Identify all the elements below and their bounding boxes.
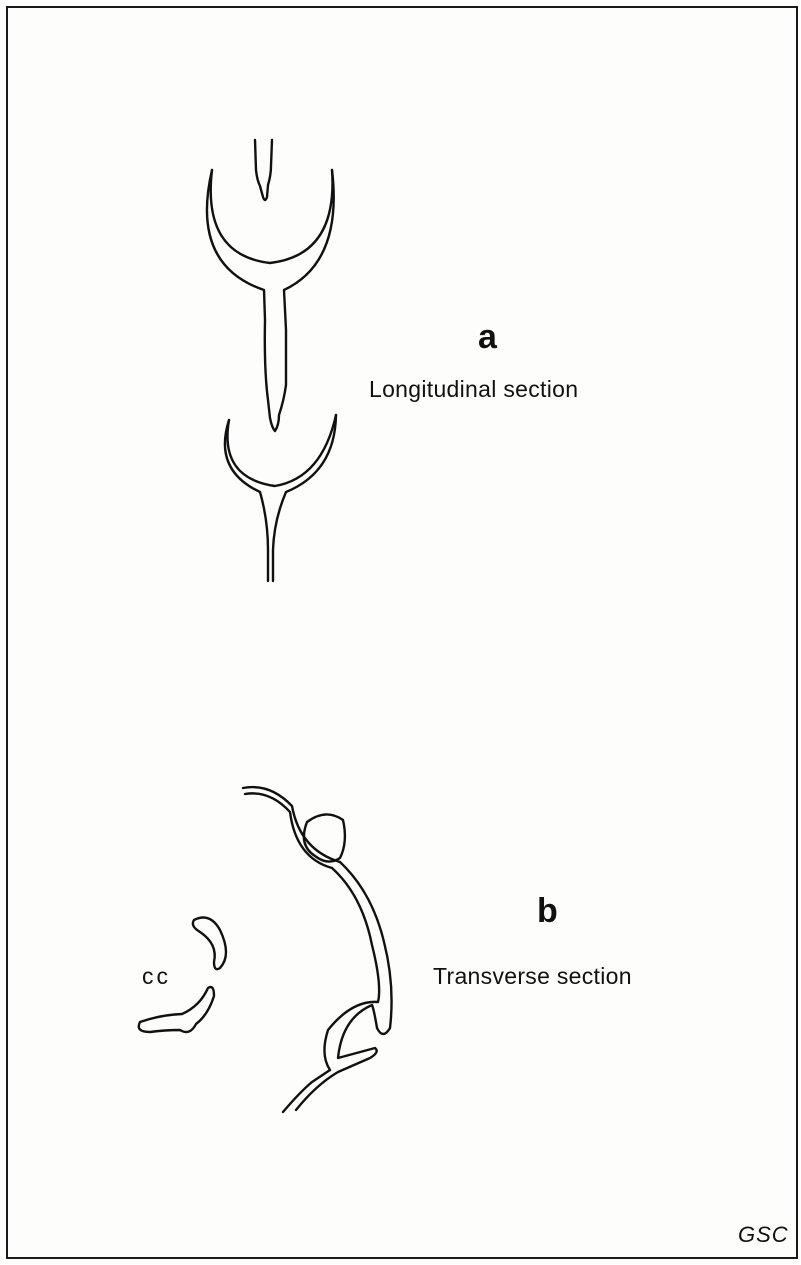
lower-cup-inner xyxy=(227,415,336,486)
panel-a-letter: a xyxy=(478,318,497,357)
panel-b-letter: b xyxy=(537,892,558,931)
transverse-wall-outer xyxy=(243,787,392,1110)
credit-label: GSC xyxy=(738,1222,789,1248)
lower-cup-outer xyxy=(225,420,268,581)
cc-fragment-upper xyxy=(193,918,226,970)
panel-b-caption: Transverse section xyxy=(433,963,632,990)
longitudinal-section-drawing xyxy=(207,140,336,581)
upper-cup-inner xyxy=(211,170,333,263)
lower-cup-outer-right xyxy=(273,415,336,581)
transverse-wall-inner xyxy=(245,793,379,1112)
transverse-section-drawing xyxy=(139,787,392,1112)
cc-fragment-lower xyxy=(139,987,214,1032)
upper-cup-outer xyxy=(207,170,334,431)
panel-a-caption: Longitudinal section xyxy=(369,376,578,403)
upper-spine-tip xyxy=(255,140,272,200)
cc-label: cc xyxy=(142,963,171,990)
